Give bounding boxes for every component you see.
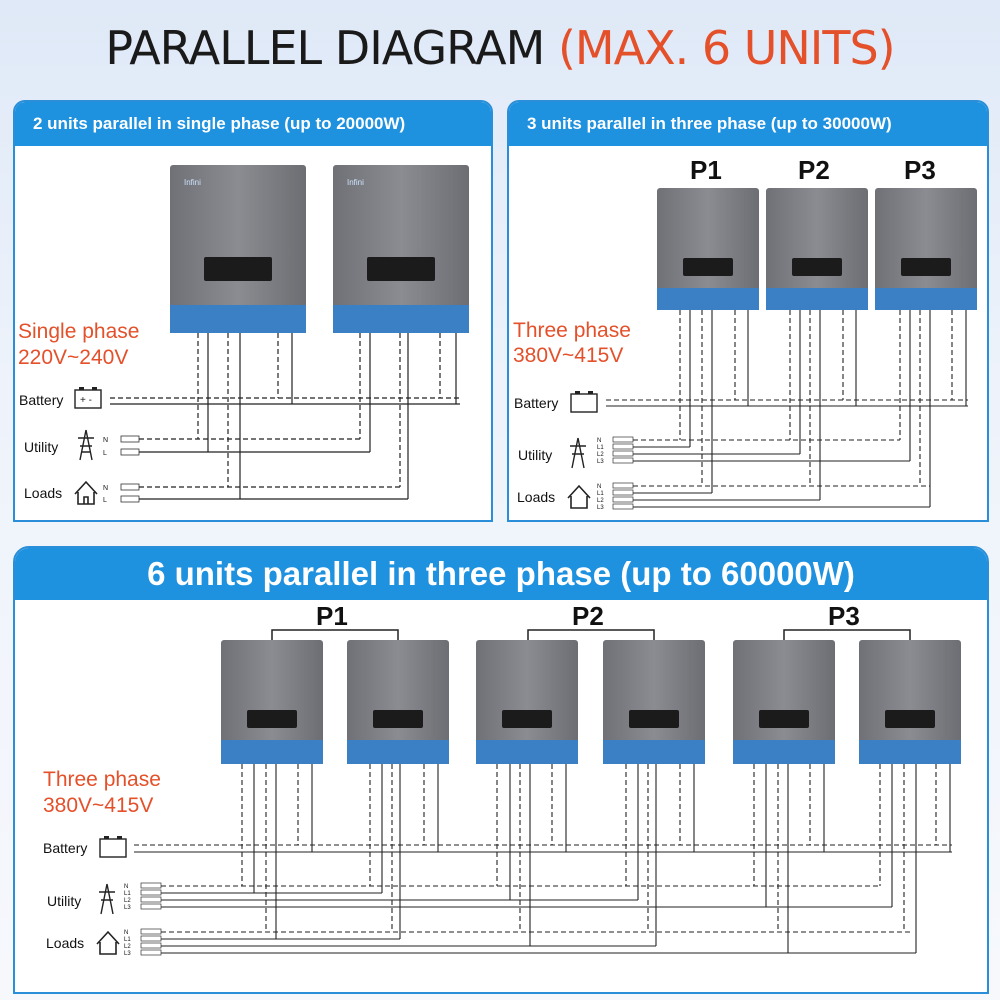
l2-terminal-label: L2 [124, 898, 131, 904]
l2-terminal-label: L2 [597, 452, 604, 458]
p2-label: P2 [572, 601, 604, 631]
l3-terminal-label: L3 [597, 505, 604, 511]
power-tower-icon [78, 429, 94, 461]
battery-label: Battery [514, 395, 558, 411]
utility-label: Utility [47, 893, 81, 909]
panel-six-header: 6 units parallel in three phase (up to 6… [15, 548, 987, 600]
inverter-unit [657, 188, 759, 310]
n-terminal-label: N [124, 930, 128, 936]
page-title: PARALLEL DIAGRAM (MAX. 6 UNITS) [0, 18, 1000, 78]
inverter-unit: Infini [170, 165, 306, 333]
house-icon [567, 484, 591, 509]
l-terminal-label: L [103, 450, 107, 457]
n-terminal-label: N [597, 438, 601, 444]
l2-terminal-label: L2 [124, 944, 131, 950]
phase-label-1: Single phase [18, 320, 139, 343]
inverter-unit [859, 640, 961, 764]
phase-label-1: Three phase [43, 768, 161, 791]
l1-terminal-label: L1 [124, 937, 131, 943]
utility-label: Utility [518, 447, 552, 463]
loads-label: Loads [24, 485, 62, 501]
n-terminal-label: N [103, 485, 108, 492]
battery-icon [570, 391, 598, 413]
l-terminal-label: L [103, 497, 107, 504]
inverter-unit: Infini [333, 165, 469, 333]
loads-label: Loads [46, 935, 84, 951]
inverter-unit [476, 640, 578, 764]
inverter-brand: Infini [347, 178, 364, 187]
phase-label-2: 380V~415V [43, 794, 153, 817]
inverter-unit [603, 640, 705, 764]
house-icon [74, 480, 98, 505]
p1-label: P1 [316, 601, 348, 631]
power-tower-icon [99, 883, 115, 915]
inverter-brand: Infini [184, 178, 201, 187]
power-tower-icon [570, 437, 586, 469]
svg-text:+ -: + - [80, 395, 92, 406]
p2-label: P2 [798, 155, 830, 185]
battery-label: Battery [19, 392, 63, 408]
inverter-unit [766, 188, 868, 310]
l3-terminal-label: L3 [597, 459, 604, 465]
unit-drops [241, 764, 951, 953]
utility-label: Utility [24, 439, 58, 455]
n-terminal-label: N [597, 484, 601, 490]
inverter-unit [875, 188, 977, 310]
house-icon [96, 930, 120, 955]
l2-terminal-label: L2 [597, 498, 604, 504]
p3-label: P3 [904, 155, 936, 185]
l1-terminal-label: L1 [124, 891, 131, 897]
battery-icon [99, 836, 127, 858]
l1-terminal-label: L1 [597, 491, 604, 497]
battery-label: Battery [43, 840, 87, 856]
title-main: PARALLEL DIAGRAM [105, 21, 545, 75]
six-units-diagram: P1 P2 P3 [43, 601, 961, 957]
phase-label-1: Three phase [513, 319, 631, 342]
l3-terminal-label: L3 [124, 905, 131, 911]
panel-three-header: 3 units parallel in three phase (up to 3… [509, 102, 987, 146]
panel-six-units: 6 units parallel in three phase (up to 6… [13, 546, 989, 994]
n-terminal-label: N [124, 884, 128, 890]
loads-label: Loads [517, 489, 555, 505]
phase-label-2: 220V~240V [18, 346, 128, 369]
p1-label: P1 [690, 155, 722, 185]
phase-label-2: 380V~415V [513, 344, 623, 367]
n-terminal-label: N [103, 437, 108, 444]
panel-single-header: 2 units parallel in single phase (up to … [15, 102, 491, 146]
inverter-unit [733, 640, 835, 764]
inverter-unit [221, 640, 323, 764]
l1-terminal-label: L1 [597, 445, 604, 451]
l3-terminal-label: L3 [124, 951, 131, 957]
p3-label: P3 [828, 601, 860, 631]
three-phase-diagram: P1 P2 P3 Three phase 380V~415V Battery U… [513, 155, 977, 511]
battery-icon: + - [74, 387, 102, 409]
inverter-unit [347, 640, 449, 764]
single-phase-diagram: Infini Infini Single phase 220V~240V Bat… [18, 165, 469, 505]
title-accent: (MAX. 6 UNITS) [557, 21, 896, 75]
